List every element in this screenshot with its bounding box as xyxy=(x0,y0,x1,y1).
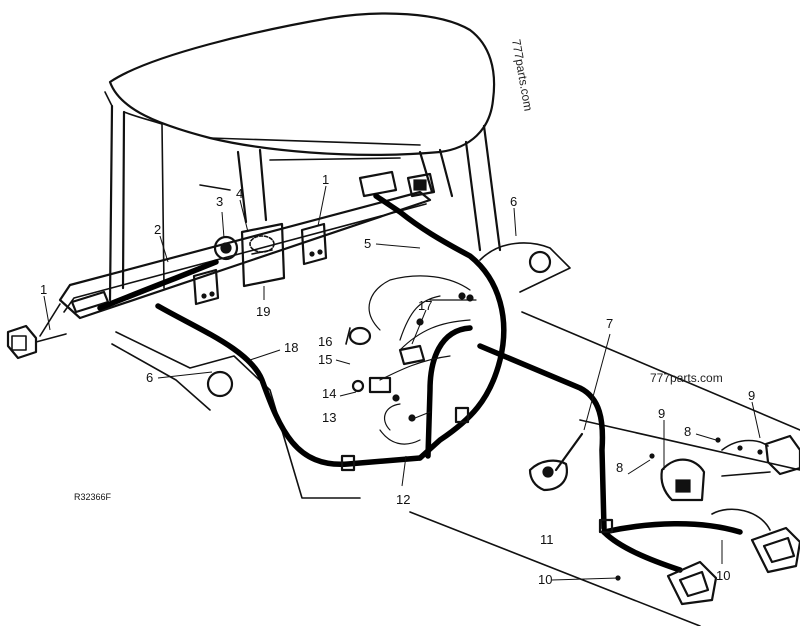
lower-lamp-left xyxy=(666,560,718,606)
callout-7: 7 xyxy=(606,316,613,331)
callout-19: 19 xyxy=(256,304,270,319)
central-wiring xyxy=(345,275,477,445)
harness-connectors xyxy=(340,406,614,534)
callout-9-mid: 9 xyxy=(658,406,665,421)
rear-crossbar xyxy=(39,190,432,337)
watermark-top: 777parts.com xyxy=(509,38,535,112)
callout-11: 11 xyxy=(540,532,554,547)
watermark-right: 777parts.com xyxy=(650,371,723,385)
callout-4: 4 xyxy=(236,186,243,201)
callout-12: 12 xyxy=(396,492,410,507)
callout-labels: 1 2 3 4 1 5 6 19 17 16 15 14 13 18 6 7 9… xyxy=(40,172,755,587)
right-upper-lamp xyxy=(721,434,800,477)
terminal-dots xyxy=(615,437,763,581)
mount-brackets xyxy=(192,222,328,306)
left-fender xyxy=(111,331,361,499)
callout-1-top: 1 xyxy=(322,172,329,187)
callout-10-right: 10 xyxy=(716,568,730,583)
callout-13: 13 xyxy=(322,410,336,425)
callout-3: 3 xyxy=(216,194,223,209)
center-lamp xyxy=(660,458,706,502)
callout-16: 16 xyxy=(318,334,332,349)
cab-frame xyxy=(108,104,502,302)
main-harness xyxy=(97,193,743,573)
callout-10-left: 10 xyxy=(538,572,552,587)
left-rear-lamp xyxy=(6,324,67,360)
lower-lamp-right xyxy=(711,508,800,574)
figure-reference: R32366F xyxy=(74,492,112,502)
bar-lamp-right xyxy=(358,170,436,198)
callout-8-left: 8 xyxy=(616,460,623,475)
callout-17: 17 xyxy=(418,298,432,313)
callout-15: 15 xyxy=(318,352,332,367)
socket-3 xyxy=(213,235,239,261)
callout-2: 2 xyxy=(154,222,161,237)
rotary-switch xyxy=(528,432,584,492)
callout-1-left: 1 xyxy=(40,282,47,297)
callout-5: 5 xyxy=(364,236,371,251)
cab-roof xyxy=(104,12,496,156)
callout-14: 14 xyxy=(322,386,336,401)
callout-9-right: 9 xyxy=(748,388,755,403)
callout-8-right: 8 xyxy=(684,424,691,439)
leader-lines xyxy=(43,185,761,581)
relay-box xyxy=(240,222,286,288)
callout-6-left: 6 xyxy=(146,370,153,385)
callout-18: 18 xyxy=(284,340,298,355)
callout-6-right: 6 xyxy=(510,194,517,209)
